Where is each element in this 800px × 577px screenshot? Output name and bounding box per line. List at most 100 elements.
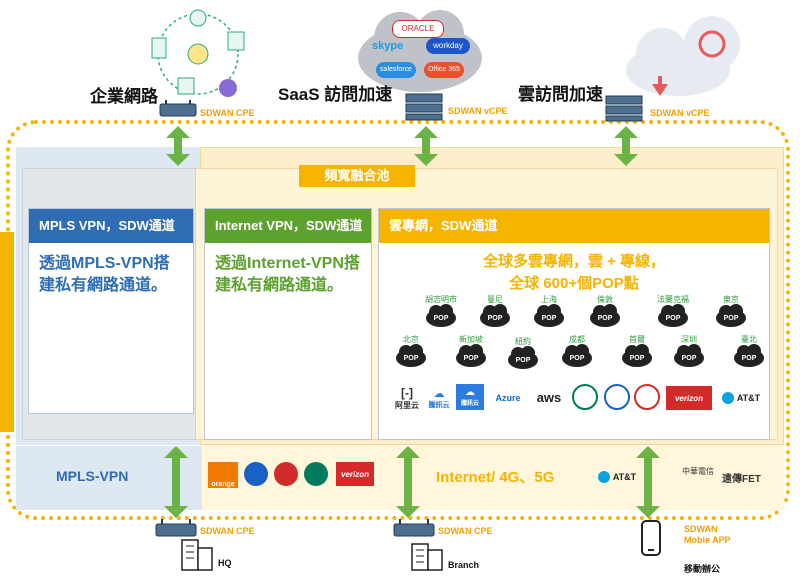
enterprise-network-label: 企業網路	[90, 87, 158, 106]
link-arrow-cloud	[614, 126, 638, 166]
china-telecom-logo	[604, 384, 630, 410]
svg-text:POP: POP	[742, 355, 757, 362]
mobile-phone-icon	[640, 520, 662, 556]
svg-text:POP: POP	[724, 315, 739, 322]
china-unicom-carrier-logo	[274, 462, 298, 486]
orange-logo: orange	[208, 462, 238, 488]
svg-text:POP: POP	[404, 355, 419, 362]
office365-logo: Office 365	[424, 62, 464, 78]
svg-text:POP: POP	[516, 357, 531, 364]
pop-cloud-icon: POP	[714, 302, 748, 332]
cloud-icon	[612, 4, 752, 100]
pop-cloud-icon: POP	[588, 302, 622, 332]
pop-city: 首爾	[629, 335, 645, 344]
svg-text:POP: POP	[682, 355, 697, 362]
side-tab	[0, 232, 14, 432]
svg-text:POP: POP	[570, 355, 585, 362]
pop-city: 北京	[403, 335, 419, 344]
hq-cpe-label: SDWAN CPE	[200, 526, 255, 536]
china-telecom-carrier-logo	[244, 462, 268, 486]
pop-city: 深圳	[681, 335, 697, 344]
mpls-vpn-description: 透過MPLS-VPN搭建私有網路通道。	[39, 255, 170, 294]
cloud-network-line2: 全球 600+個POP點	[509, 275, 639, 292]
branch-cpe-device-icon	[392, 518, 436, 538]
mobile-office-label: 移動辦公	[684, 564, 721, 574]
pop-city: 東京	[723, 295, 739, 304]
pop-city: 法蘭克福	[657, 295, 689, 304]
aws-logo: aws	[536, 389, 562, 405]
enterprise-cpe-label: SDWAN CPE	[200, 108, 255, 118]
china-mobile-logo	[572, 384, 598, 410]
svg-text:POP: POP	[630, 355, 645, 362]
tencent-cloud-logo: ☁騰訊云	[428, 387, 450, 409]
svg-text:POP: POP	[542, 315, 557, 322]
branch-building-icon	[408, 538, 448, 572]
svg-text:POP: POP	[488, 315, 503, 322]
internet-vpn-description: 透過Internet-VPN搭建私有網路通道。	[215, 255, 360, 294]
tencent-cloud-logo-2: ☁騰訊云	[456, 384, 484, 410]
pop-cloud-icon: POP	[656, 302, 690, 332]
saas-vcpe-label: SDWAN vCPE	[448, 106, 508, 116]
att-logo: AT&T	[716, 388, 766, 408]
azure-logo: Azure	[495, 393, 521, 403]
china-mobile-carrier-logo	[304, 462, 328, 486]
pop-cloud-icon: POP	[394, 342, 428, 372]
pop-cloud-icon: POP	[424, 302, 458, 332]
mpls-vpn-box: MPLS VPN，SDW通道 透過MPLS-VPN搭建私有網路通道。	[28, 208, 194, 414]
pop-city: 成都	[569, 335, 585, 344]
pop-cloud-icon: POP	[454, 342, 488, 372]
pop-city: 紐約	[515, 337, 531, 346]
link-arrow-enterprise	[166, 126, 190, 166]
cloud-network-line1: 全球多雲專網，雲 + 專線，	[482, 253, 666, 270]
verizon-carrier-logo: verizon	[336, 462, 374, 486]
pop-cloud-icon: POP	[478, 302, 512, 332]
cloud-vcpe-label: SDWAN vCPE	[650, 108, 710, 118]
chunghwa-telecom-logo: 中華電信	[682, 467, 714, 476]
svg-text:POP: POP	[598, 315, 613, 322]
hq-cpe-device-icon	[154, 518, 198, 538]
pop-cloud-icon: POP	[506, 344, 540, 374]
pop-cloud-icon: POP	[620, 342, 654, 372]
att-carrier-logo: AT&T	[594, 468, 640, 486]
oracle-logo: ORACLE	[392, 20, 444, 38]
fet-logo: 遠傳FET	[722, 474, 761, 485]
link-arrow-saas	[414, 126, 438, 166]
pop-city: 曼尼	[487, 295, 503, 304]
link-arrow-hq	[164, 446, 188, 518]
pop-city: 新加坡	[459, 335, 483, 344]
enterprise-cpe-device-icon	[158, 100, 198, 118]
pop-cloud-icon: POP	[672, 342, 706, 372]
hq-building-icon	[178, 538, 218, 572]
mobile-sdwan-label: SDWAN	[684, 524, 718, 534]
pop-city: 倫敦	[597, 295, 613, 304]
link-arrow-mobile	[636, 446, 660, 518]
verizon-logo: verizon	[666, 386, 712, 410]
saas-vcpe-device-icon	[404, 92, 444, 122]
pop-city: 上海	[541, 295, 557, 304]
pop-cloud-icon: POP	[560, 342, 594, 372]
svg-text:POP: POP	[464, 355, 479, 362]
branch-cpe-label: SDWAN CPE	[438, 526, 493, 536]
svg-text:POP: POP	[666, 315, 681, 322]
saas-label: SaaS 訪問加速	[278, 85, 393, 104]
pop-city: 臺北	[741, 335, 757, 344]
cloud-vcpe-device-icon	[604, 94, 644, 122]
internet-vpn-header: Internet VPN，SDW通道	[205, 209, 371, 243]
pop-cloud-icon: POP	[532, 302, 566, 332]
hq-label: HQ	[218, 558, 232, 568]
china-unicom-logo	[634, 384, 660, 410]
internet-vpn-box: Internet VPN，SDW通道 透過Internet-VPN搭建私有網路通…	[204, 208, 372, 440]
mpls-vpn-header: MPLS VPN，SDW通道	[29, 209, 193, 243]
pop-cloud-icon: POP	[732, 342, 766, 372]
mobile-app-label: Mobie APP	[684, 535, 731, 545]
workday-logo: workday	[426, 38, 470, 54]
cloud-network-header: 雲專網，SDW通道	[379, 209, 769, 243]
enterprise-network-icon	[142, 8, 254, 100]
branch-label: Branch	[448, 560, 480, 570]
skype-logo: skype	[372, 40, 404, 52]
link-arrow-branch	[396, 446, 420, 518]
salesforce-logo: salesforce	[376, 62, 416, 78]
pool-title: 頻寬融合池	[299, 165, 415, 187]
mpls-vpn-bottom-label: MPLS-VPN	[56, 468, 129, 484]
internet-bottom-label: Internet/ 4G、5G	[436, 469, 555, 486]
